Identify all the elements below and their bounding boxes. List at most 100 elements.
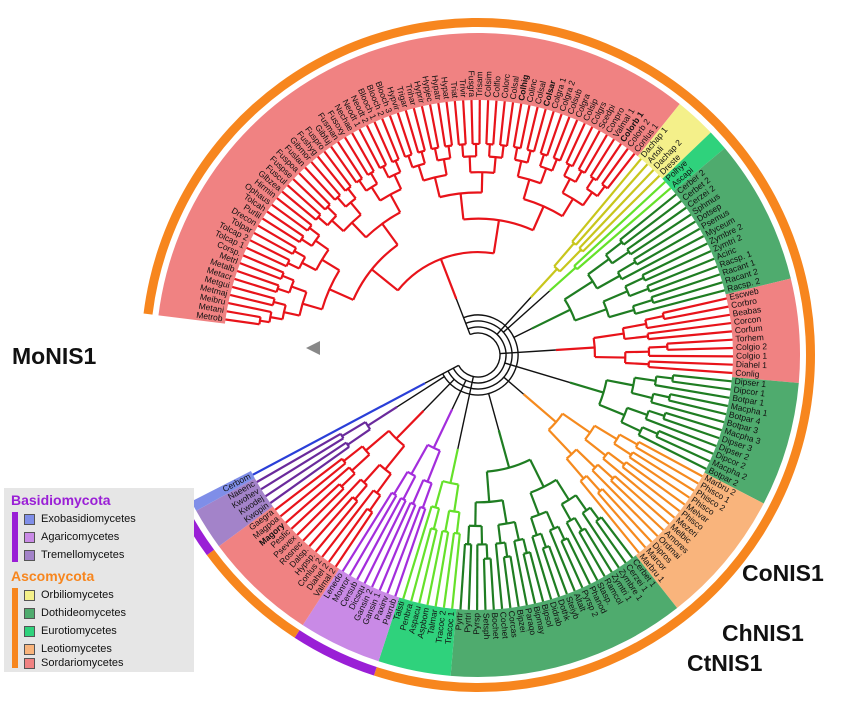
tip-branch (571, 126, 594, 167)
clade-arc (667, 394, 672, 401)
tip-branch (396, 112, 413, 155)
stem-branch (598, 403, 625, 417)
tip-branch (505, 102, 515, 147)
tip-branch (583, 134, 608, 174)
tip-branch (606, 153, 636, 190)
leaf-label: Colhig (516, 74, 530, 102)
clade-arc (579, 475, 588, 482)
tip-branch (552, 116, 571, 159)
leaf-label: Dipcor 1 (733, 384, 766, 398)
leaf-label: Setsph (481, 613, 492, 640)
tip-branch (614, 475, 670, 525)
stem-branch (410, 444, 429, 475)
tip-branch (654, 384, 730, 399)
stem-branch (634, 376, 656, 382)
tip-branch (573, 181, 666, 267)
tip-branch (234, 277, 277, 294)
stem-branch (645, 314, 664, 321)
stem-branch (314, 239, 330, 251)
tip-branch (601, 148, 629, 185)
stem-branch (449, 448, 459, 484)
stem-branch (529, 492, 540, 516)
tip-branch (249, 239, 290, 262)
clade-arc (444, 144, 453, 148)
stem-branch (488, 144, 491, 157)
stem-branch (569, 381, 604, 394)
stem-branch (526, 150, 532, 163)
tip-branch (494, 543, 504, 609)
tip-branch (485, 100, 490, 145)
legend-item-eurotiomycetes: Eurotiomycetes (24, 624, 117, 638)
stem-branch (371, 268, 399, 292)
tip-branch (442, 532, 456, 608)
stem-branch (375, 473, 392, 494)
legend-item-label: Leotiomycetes (41, 643, 112, 655)
tip-branch (644, 250, 712, 282)
tip-branch (649, 265, 718, 293)
stem-branch (557, 526, 566, 541)
clade-arc (258, 316, 262, 325)
stem-branch (281, 274, 295, 282)
stem-branch (370, 186, 382, 202)
phylum-ring-segment (206, 549, 300, 638)
stem-branch (492, 220, 501, 254)
tip-branch (519, 105, 531, 149)
class-band (450, 555, 678, 677)
tip-branch (378, 504, 417, 591)
tip-branch (576, 187, 672, 271)
clade-arc (348, 466, 356, 475)
stem-branch (300, 238, 313, 247)
tip-branch (662, 297, 727, 315)
clade-arc (530, 510, 548, 519)
legend-basidiomycota-bar (12, 512, 18, 562)
stem-branch (547, 429, 573, 455)
stem-branch (606, 379, 634, 387)
tip-branch (565, 122, 586, 164)
tip-branch (381, 118, 400, 160)
tip-branch (418, 529, 438, 604)
stem-branch (367, 405, 398, 427)
stem-branch (529, 459, 545, 488)
backbone-arc (447, 320, 513, 390)
stem-branch (432, 408, 454, 449)
clade-arc (661, 312, 666, 320)
legend-swatch (24, 643, 35, 655)
stem-branch (626, 406, 648, 416)
stem-branch (277, 287, 290, 294)
tip-branch (260, 437, 344, 491)
tip-branch (412, 107, 426, 151)
stem-branch (381, 223, 399, 246)
stem-branch (561, 198, 574, 217)
stem-branch (656, 375, 673, 380)
tip-branch (279, 462, 347, 518)
leaf-label: Colsal (508, 75, 521, 100)
leaf-label: Triat (449, 81, 461, 99)
tip-branch (276, 197, 313, 227)
clade-arc (631, 305, 637, 315)
leaf-label: Pyrtr (453, 612, 464, 631)
stem-branch (617, 260, 636, 274)
stem-branch (532, 205, 545, 231)
clade-arc (431, 505, 440, 510)
tip-branch (672, 374, 732, 383)
stem-branch (432, 508, 441, 530)
stem-branch (259, 319, 270, 324)
tip-branch (595, 520, 627, 564)
leaf-label: Corbro (730, 295, 758, 310)
tip-branch (459, 543, 467, 610)
tip-branch (269, 445, 350, 504)
legend-swatch (24, 589, 35, 601)
class-band (635, 472, 764, 609)
clade-arc (423, 173, 447, 182)
legend-item-label: Dothideomycetes (41, 607, 126, 619)
legend-item-dothideomycetes: Dothideomycetes (24, 606, 126, 620)
clade-arc (334, 194, 341, 201)
tip-branch (239, 262, 282, 281)
tip-branch (286, 184, 322, 216)
tip-branch (601, 488, 653, 543)
stem-branch (301, 261, 317, 272)
clade-arc (644, 410, 650, 420)
stem-branch (426, 450, 441, 483)
stem-branch (302, 302, 323, 311)
leaf-label: Bochet (490, 612, 502, 640)
